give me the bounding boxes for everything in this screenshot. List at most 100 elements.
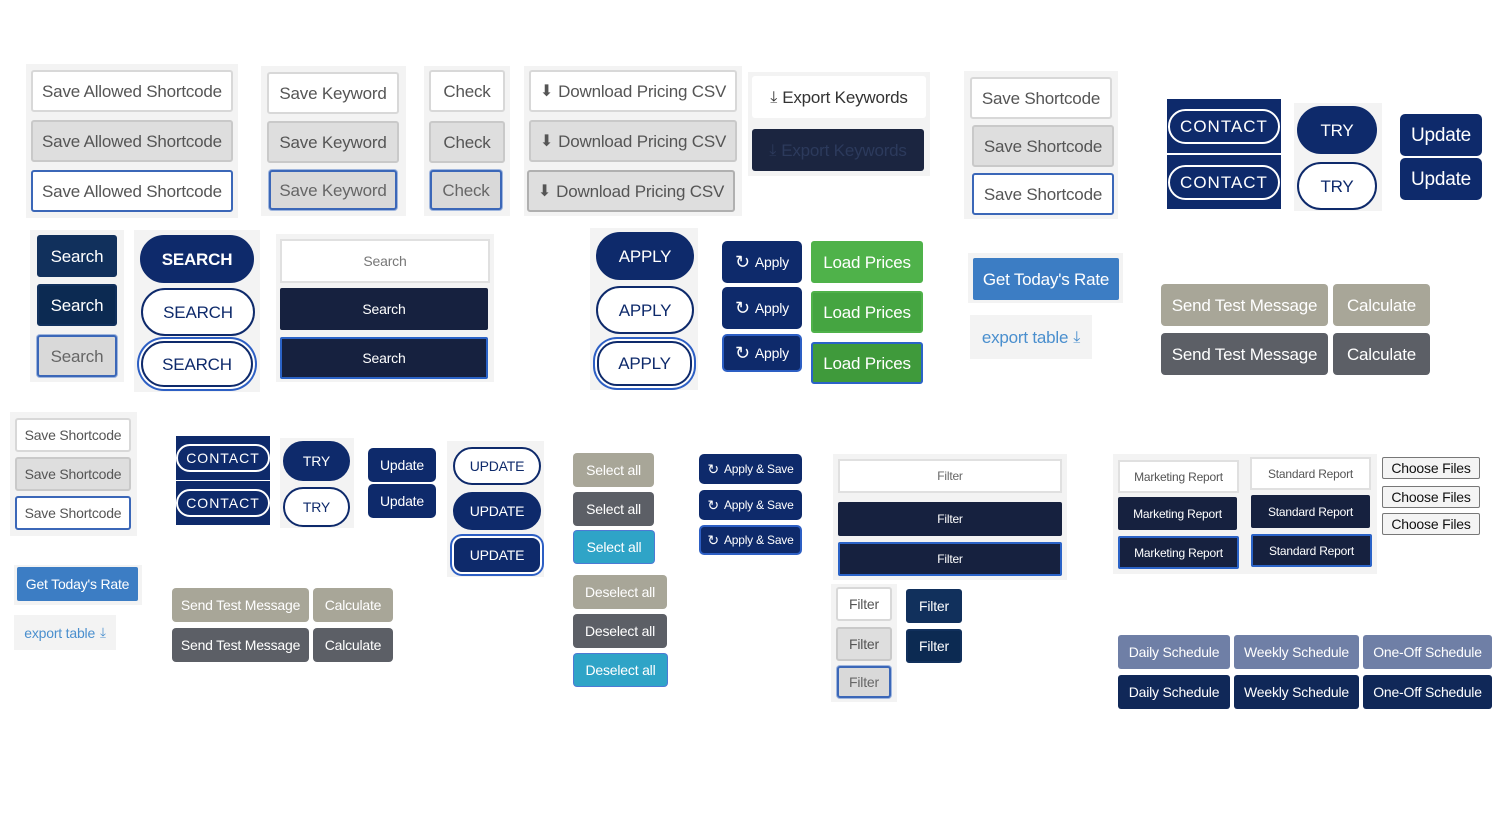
apply-label: Apply [754, 254, 789, 270]
update-pill-button-focus[interactable]: UPDATE [454, 538, 540, 572]
try-small-button[interactable]: TRY [283, 441, 350, 481]
get-todays-rate-small-button[interactable]: Get Today's Rate [17, 567, 138, 601]
save-keyword-button-hover[interactable]: Save Keyword [267, 121, 399, 163]
search-button[interactable]: Search [37, 235, 117, 277]
standard-report-dark-button[interactable]: Standard Report [1251, 495, 1370, 528]
choose-files-button[interactable]: Choose Files [1382, 457, 1480, 479]
apply-pill-button-outline[interactable]: APPLY [596, 286, 694, 334]
download-pricing-csv-button-hover[interactable]: ⬇ Download Pricing CSV [529, 120, 737, 162]
download-pricing-csv-label: Download Pricing CSV [556, 181, 725, 201]
search-dark-button-focus[interactable]: Search [280, 337, 488, 379]
contact-small-button[interactable]: CONTACT [176, 436, 270, 480]
search-pill-button-focus[interactable]: SEARCH [141, 341, 253, 387]
save-keyword-button-focus[interactable]: Save Keyword [269, 170, 397, 210]
daily-schedule-button-dark[interactable]: Daily Schedule [1118, 675, 1230, 709]
send-test-message-button-dark[interactable]: Send Test Message [1161, 333, 1328, 375]
select-all-button-dark[interactable]: Select all [573, 492, 654, 526]
filter-navy-button[interactable]: Filter [906, 589, 962, 623]
save-allowed-shortcode-button-focus[interactable]: Save Allowed Shortcode [31, 170, 233, 212]
check-button-focus[interactable]: Check [430, 170, 502, 210]
one-off-schedule-button[interactable]: One-Off Schedule [1363, 635, 1492, 669]
try-button[interactable]: TRY [1297, 106, 1377, 154]
export-keywords-button-active[interactable]: ⤓ Export Keywords [752, 129, 924, 171]
load-prices-button[interactable]: Load Prices [811, 241, 923, 283]
update-pill-button-outline[interactable]: UPDATE [453, 447, 541, 485]
update-small-button-hover[interactable]: Update [368, 484, 436, 518]
save-shortcode-button[interactable]: Save Shortcode [970, 77, 1112, 119]
refresh-icon: ↻ [707, 497, 719, 513]
save-shortcode-small-button-hover[interactable]: Save Shortcode [15, 457, 131, 491]
send-test-message-small-button[interactable]: Send Test Message [172, 588, 309, 622]
weekly-schedule-button[interactable]: Weekly Schedule [1234, 635, 1359, 669]
search-button-hover[interactable]: Search [37, 284, 117, 326]
filter-navy-button-hover[interactable]: Filter [906, 629, 962, 663]
filter-wide-dark-button-focus[interactable]: Filter [838, 542, 1062, 576]
save-shortcode-button-hover[interactable]: Save Shortcode [972, 125, 1114, 167]
search-input-button[interactable]: Search [280, 239, 490, 283]
deselect-all-button[interactable]: Deselect all [573, 575, 667, 609]
export-keywords-button[interactable]: ⤓ Export Keywords [752, 76, 926, 118]
search-pill-button[interactable]: SEARCH [140, 235, 254, 283]
update-button-hover[interactable]: Update [1400, 158, 1482, 200]
deselect-all-button-dark[interactable]: Deselect all [573, 614, 667, 648]
standard-report-button[interactable]: Standard Report [1250, 457, 1371, 490]
calculate-button[interactable]: Calculate [1333, 284, 1430, 326]
check-button-hover[interactable]: Check [429, 121, 505, 163]
update-small-button[interactable]: Update [368, 448, 436, 482]
export-table-link[interactable]: export table ⤓ [970, 315, 1092, 359]
filter-small-button[interactable]: Filter [836, 587, 892, 621]
apply-pill-button[interactable]: APPLY [596, 232, 694, 280]
one-off-schedule-button-dark[interactable]: One-Off Schedule [1363, 675, 1492, 709]
send-test-message-small-button-dark[interactable]: Send Test Message [172, 628, 309, 662]
contact-button-hover[interactable]: CONTACT [1167, 155, 1281, 209]
calculate-small-button[interactable]: Calculate [313, 588, 393, 622]
standard-report-dark-button-focus[interactable]: Standard Report [1251, 534, 1372, 567]
weekly-schedule-button-dark[interactable]: Weekly Schedule [1234, 675, 1359, 709]
save-keyword-button[interactable]: Save Keyword [267, 72, 399, 114]
choose-files-button-hover[interactable]: Choose Files [1382, 486, 1480, 508]
select-all-button-focus[interactable]: Select all [574, 531, 654, 563]
filter-small-button-focus[interactable]: Filter [837, 666, 891, 698]
try-small-button-outline[interactable]: TRY [283, 487, 350, 527]
filter-small-button-hover[interactable]: Filter [836, 627, 892, 661]
check-button[interactable]: Check [429, 70, 505, 112]
update-pill-button[interactable]: UPDATE [453, 492, 541, 530]
choose-files-button-focus[interactable]: Choose Files [1382, 513, 1480, 535]
export-table-small-link[interactable]: export table ⤓ [14, 615, 116, 650]
load-prices-button-hover[interactable]: Load Prices [811, 291, 923, 333]
apply-pill-button-focus[interactable]: APPLY [597, 341, 692, 386]
calculate-small-button-dark[interactable]: Calculate [313, 628, 393, 662]
search-pill-button-outline[interactable]: SEARCH [141, 288, 255, 336]
deselect-all-button-focus[interactable]: Deselect all [574, 654, 667, 686]
try-button-outline[interactable]: TRY [1297, 162, 1377, 210]
download-pricing-csv-button-focus[interactable]: ⬇ Download Pricing CSV [527, 170, 735, 212]
save-shortcode-small-button[interactable]: Save Shortcode [15, 418, 131, 452]
send-test-message-button[interactable]: Send Test Message [1161, 284, 1328, 326]
save-shortcode-small-button-focus[interactable]: Save Shortcode [15, 496, 131, 530]
apply-and-save-button[interactable]: ↻ Apply & Save [699, 454, 802, 484]
apply-refresh-button-hover[interactable]: ↻ Apply [722, 287, 802, 329]
update-button[interactable]: Update [1400, 114, 1482, 156]
calculate-button-dark[interactable]: Calculate [1333, 333, 1430, 375]
apply-and-save-button-hover[interactable]: ↻ Apply & Save [699, 490, 802, 520]
load-prices-button-focus[interactable]: Load Prices [811, 342, 923, 384]
download-pricing-csv-button[interactable]: ⬇ Download Pricing CSV [529, 70, 737, 112]
marketing-report-dark-button-focus[interactable]: Marketing Report [1118, 536, 1239, 569]
filter-wide-dark-button[interactable]: Filter [838, 502, 1062, 536]
marketing-report-dark-button[interactable]: Marketing Report [1118, 497, 1237, 530]
filter-wide-button[interactable]: Filter [838, 459, 1062, 493]
apply-and-save-button-focus[interactable]: ↻ Apply & Save [699, 525, 802, 555]
apply-refresh-button-focus[interactable]: ↻ Apply [722, 334, 802, 372]
daily-schedule-button[interactable]: Daily Schedule [1118, 635, 1230, 669]
contact-small-button-hover[interactable]: CONTACT [176, 481, 270, 525]
apply-refresh-button[interactable]: ↻ Apply [722, 241, 802, 283]
save-shortcode-button-focus[interactable]: Save Shortcode [972, 173, 1114, 215]
marketing-report-button[interactable]: Marketing Report [1118, 460, 1239, 493]
search-dark-button[interactable]: Search [280, 288, 488, 330]
contact-button[interactable]: CONTACT [1167, 99, 1281, 153]
save-allowed-shortcode-button[interactable]: Save Allowed Shortcode [31, 70, 233, 112]
get-todays-rate-button[interactable]: Get Today's Rate [973, 258, 1119, 300]
save-allowed-shortcode-button-hover[interactable]: Save Allowed Shortcode [31, 120, 233, 162]
select-all-button[interactable]: Select all [573, 453, 654, 487]
search-button-disabled[interactable]: Search [37, 335, 117, 377]
